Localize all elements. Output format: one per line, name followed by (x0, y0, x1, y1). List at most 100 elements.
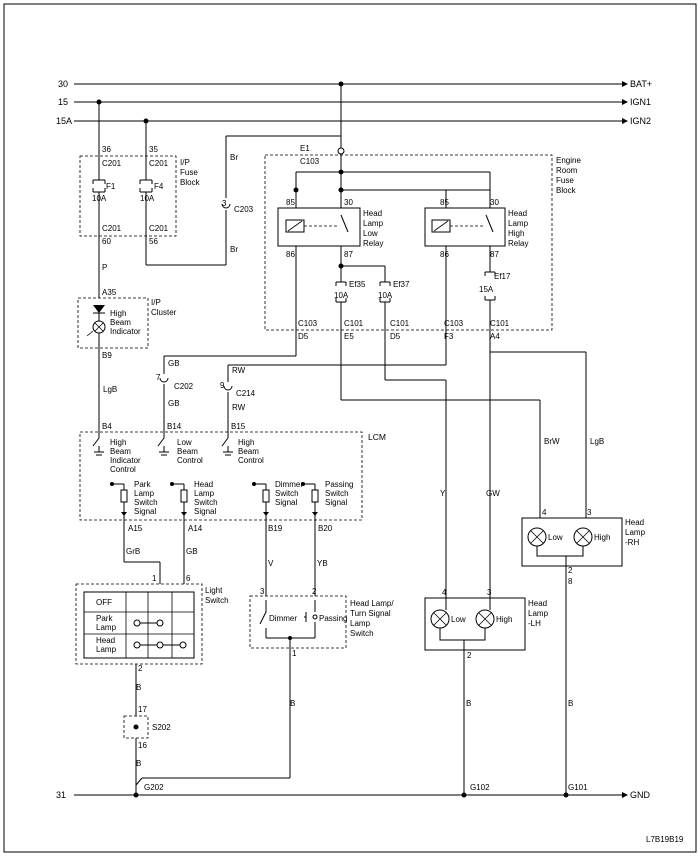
f1-fuse-icon (92, 179, 106, 193)
lcm-signal-3-pin: B19 (268, 524, 283, 533)
light-switch-row-park-1: Park (96, 614, 113, 623)
light-switch-pin1: 1 (152, 574, 157, 583)
high-relay-p85: 85 (440, 198, 449, 207)
lcm-control-3-label-3: Control (238, 456, 264, 465)
lcm-control-2-label-1: Low (177, 438, 192, 447)
c203-wire-bottom: Br (230, 245, 238, 254)
wire-gw: GW (486, 489, 500, 498)
wire-gb-3: GB (186, 547, 198, 556)
head-lamp-turn-signal-switch: 3 2 Head Lamp/ Turn Signal Lamp Switch D… (249, 587, 394, 658)
wire-b-2: B (136, 759, 141, 768)
efb-bottom-1-pin: D5 (298, 332, 309, 341)
wire-rw-1: RW (232, 366, 246, 375)
ip-fuse-block-title-1: I/P (180, 158, 190, 167)
lamp-rh-low: Low (548, 533, 563, 542)
lcm-control-2-pin: B14 (167, 422, 182, 431)
efb-bottom-5-conn: C101 (490, 319, 510, 328)
bus-ign2-right-label: IGN2 (630, 116, 651, 126)
lcm-signal-1-pin: A15 (128, 524, 143, 533)
f4-name: F4 (154, 182, 164, 191)
light-switch-title-1: Light (205, 586, 223, 595)
s202-name: S202 (152, 723, 171, 732)
turn-switch-title-1: Head Lamp/ (350, 599, 394, 608)
c214-pin: 9 (220, 381, 225, 390)
lcm-signal-2-label-4: Signal (194, 507, 216, 516)
lamp-rh-pin3: 3 (587, 508, 592, 517)
low-relay-p85: 85 (286, 198, 295, 207)
efb-bottom-3-pin: D5 (390, 332, 401, 341)
f1-conn-top: C201 (102, 159, 122, 168)
engine-fuse-block-title-1: Engine (556, 156, 581, 165)
ef37-name: Ef37 (393, 280, 410, 289)
lcm-control-3-label-2: Beam (238, 447, 259, 456)
light-switch-row-off: OFF (96, 598, 112, 607)
ground-g101: G101 (568, 783, 588, 792)
efb-bottom-2-conn: C101 (344, 319, 364, 328)
wire-b-5: B (568, 699, 573, 708)
lamp-rh-title-3: -RH (625, 538, 639, 547)
c203-wire-top: Br (230, 153, 238, 162)
high-relay-p86: 86 (440, 250, 449, 259)
e1-terminal (337, 147, 345, 155)
turn-switch-passing: Passing (319, 614, 347, 623)
lcm-signal-4-label-2: Switch (325, 489, 349, 498)
efb-bottom-5-pin: A4 (490, 332, 500, 341)
c214-name: C214 (236, 389, 256, 398)
light-switch-title-2: Switch (205, 596, 229, 605)
lcm-control-3-label-1: High (238, 438, 254, 447)
head-lamp-rh: 4 3 Low High Head Lamp -RH 2 8 (521, 508, 646, 586)
wire-lgb: LgB (103, 385, 117, 394)
passing-switch-icon (304, 600, 316, 638)
c202-pin: 7 (156, 373, 161, 382)
lcm-control-1-label-1: High (110, 438, 126, 447)
f4-fuse-icon (139, 179, 153, 193)
f1-pin-top: 36 (102, 145, 111, 154)
low-relay-label-2: Lamp (363, 219, 384, 228)
lamp-lh-pin3: 3 (487, 588, 492, 597)
f1-pin-bottom: 60 (102, 237, 111, 246)
ip-cluster-label-2: Beam (110, 318, 131, 327)
wire-lgb-2: LgB (590, 437, 604, 446)
engine-fuse-block: Engine Room Fuse Block E1 C103 (264, 144, 581, 331)
ip-cluster-title-2: Cluster (151, 308, 177, 317)
lcm-control-switch-icons (92, 432, 233, 456)
bus-ign1-right-label: IGN1 (630, 97, 651, 107)
low-relay-label-3: Low (363, 229, 378, 238)
light-switch-row-head-1: Head (96, 636, 115, 645)
high-relay-label-2: Lamp (508, 219, 529, 228)
dimmer-switch-icon (259, 600, 267, 638)
light-switch: 1 6 Light Switch OFF Park Lamp Head Lamp… (75, 574, 229, 673)
lcm-signal-2-label-3: Switch (194, 498, 218, 507)
bus-ign1-left-label: 15 (58, 97, 68, 107)
lamp-rh-pin2: 2 (568, 566, 573, 575)
high-beam-relay: 85 30 86 87 Head Lamp High Relay (424, 198, 529, 259)
bus-bat: 30 BAT+ (58, 79, 652, 89)
ip-cluster-pin-top: A35 (102, 288, 117, 297)
high-relay-contact-icon (485, 214, 494, 233)
ef37-rating: 10A (378, 291, 393, 300)
low-relay-contact-icon (340, 214, 349, 233)
lcm-signal-1-label-3: Switch (134, 498, 158, 507)
c203-connector-icon (221, 203, 231, 209)
efb-bottom-1-conn: C103 (298, 319, 318, 328)
turn-switch-title-3: Lamp (350, 619, 371, 628)
lamp-lh-title-2: Lamp (528, 609, 549, 618)
lcm-signal-3-label-2: Switch (275, 489, 299, 498)
ip-cluster-label-3: Indicator (110, 327, 141, 336)
lamp-rh-high: High (594, 533, 610, 542)
f1-conn-bottom: C201 (102, 224, 122, 233)
f4-rating: 10A (140, 194, 155, 203)
lcm-control-1-label-2: Beam (110, 447, 131, 456)
high-beam-diode-icon (93, 305, 105, 313)
turn-switch-pin2: 2 (312, 587, 317, 596)
ef35-fuse-icon (335, 281, 347, 303)
bus-ign2-left-label: 15A (56, 116, 72, 126)
high-relay-label-4: Relay (508, 239, 528, 248)
light-switch-pin6: 6 (186, 574, 191, 583)
efb-bottom-4-pin: F3 (444, 332, 454, 341)
turn-switch-pin1: 1 (292, 649, 297, 658)
lamp-lh-pin2: 2 (467, 651, 472, 660)
lcm-control-2-label-3: Control (177, 456, 203, 465)
wire-gb-1: GB (168, 359, 180, 368)
lcm-signal-2-pin: A14 (188, 524, 203, 533)
